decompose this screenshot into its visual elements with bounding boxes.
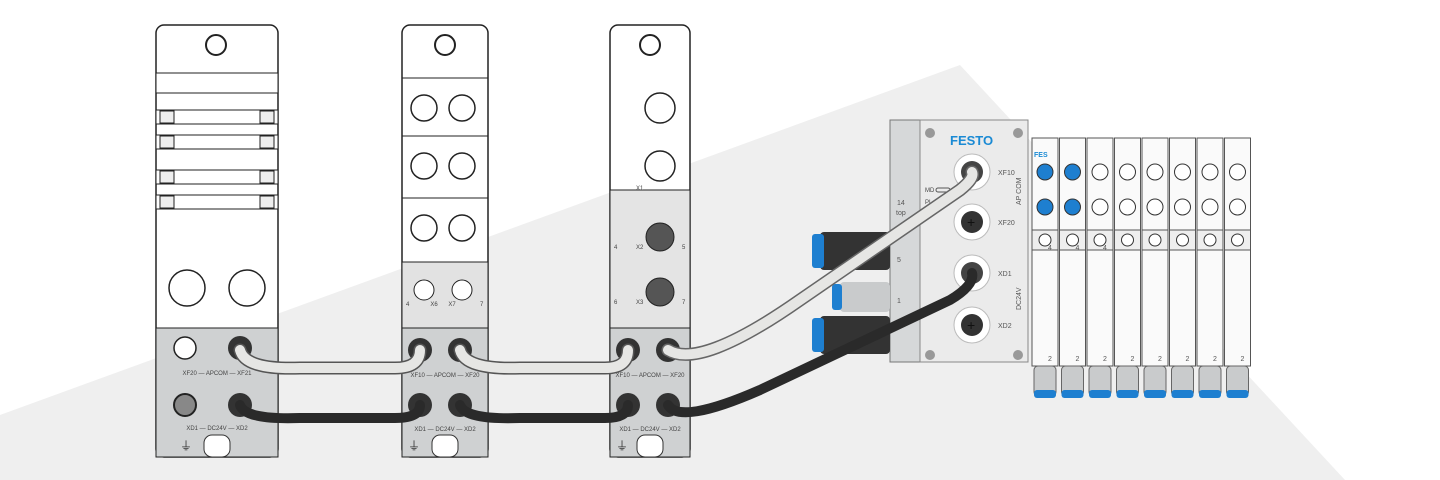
valve-port-number: 2 bbox=[1186, 356, 1190, 363]
port-label: X6 bbox=[430, 302, 438, 308]
apcom-label: AP COM bbox=[1016, 177, 1023, 205]
valve-port-number: 2 bbox=[1158, 356, 1162, 363]
valve-port-number: 4 bbox=[1048, 245, 1052, 252]
manifold-label: 5 bbox=[897, 257, 901, 264]
valve-port-number: 4 bbox=[1103, 245, 1107, 252]
pin-label: 4 bbox=[614, 245, 618, 251]
valve-brand-label: FES bbox=[1034, 152, 1048, 159]
pin-label: 7 bbox=[682, 300, 686, 306]
valve-slice: 24 bbox=[1059, 137, 1086, 398]
led-md-label: MD bbox=[925, 188, 935, 194]
ground-icon: ⏚ bbox=[180, 439, 192, 453]
valve-slice: 2 bbox=[1224, 137, 1251, 398]
valve-slice: 2 bbox=[1114, 137, 1141, 398]
silencer-icon bbox=[812, 234, 824, 268]
ground-icon: ⏚ bbox=[616, 439, 628, 453]
valve-port-number: 2 bbox=[1076, 356, 1080, 363]
svg-text:+: + bbox=[967, 317, 975, 333]
connector-icon bbox=[448, 214, 476, 242]
port-label-xf20: XF20 bbox=[998, 220, 1015, 227]
io-module-1: XF20 — APCOM — XF21 XD1 — DC24V — XD2 ⏚ bbox=[155, 24, 279, 458]
led-pl-label: PL bbox=[925, 200, 933, 206]
pin-label: 7 bbox=[480, 302, 484, 308]
manifold-label: 14 bbox=[897, 200, 905, 207]
dc24v-label: DC24V bbox=[1016, 287, 1023, 310]
port-label-xd2: XD2 bbox=[998, 323, 1012, 330]
valve-slice: 2 bbox=[1196, 137, 1224, 398]
valve-terminal: 14 top 5 1 FESTO + + XF10 XF20 XD1 XD2 A… bbox=[812, 119, 1251, 398]
module-1-power-label: XD1 — DC24V — XD2 bbox=[186, 426, 248, 432]
port-label: X2 bbox=[636, 245, 644, 251]
connector-icon bbox=[173, 393, 197, 417]
io-module-2: X6 X7 4 7 XF10 — APCOM — XF20 XD1 — DC24… bbox=[401, 24, 489, 458]
connector-icon bbox=[173, 336, 197, 360]
port-label-xf10: XF10 bbox=[998, 170, 1015, 177]
connector-icon bbox=[448, 152, 476, 180]
valve-slice: 24 bbox=[1086, 137, 1114, 398]
valve-port-number: 2 bbox=[1048, 356, 1052, 363]
port-label-xd1: XD1 bbox=[998, 271, 1012, 278]
svg-text:+: + bbox=[967, 214, 975, 230]
valve-port-number: 2 bbox=[1103, 356, 1107, 363]
connector-icon bbox=[168, 269, 206, 307]
connector-icon bbox=[410, 152, 438, 180]
pin-label: 4 bbox=[406, 302, 410, 308]
module-2-apcom-label: XF10 — APCOM — XF20 bbox=[410, 373, 480, 379]
valve-port-number: 4 bbox=[1076, 245, 1080, 252]
connector-icon bbox=[228, 269, 266, 307]
valve-slice: 24 bbox=[1031, 137, 1059, 398]
connector-icon bbox=[410, 214, 438, 242]
module-2-power-label: XD1 — DC24V — XD2 bbox=[414, 427, 476, 433]
pin-label: 5 bbox=[682, 245, 686, 251]
valve-port-number: 2 bbox=[1131, 356, 1135, 363]
module-1-apcom-label: XF20 — APCOM — XF21 bbox=[182, 371, 252, 377]
port-label: X3 bbox=[636, 300, 644, 306]
io-module-3: X1 X2 X3 4 5 6 7 XF10 — APCOM — XF20 XD1… bbox=[609, 24, 691, 458]
connector-icon bbox=[448, 94, 476, 122]
module-3-power-label: XD1 — DC24V — XD2 bbox=[619, 427, 681, 433]
port-label: X7 bbox=[448, 302, 456, 308]
valve-slice: 2 bbox=[1141, 137, 1169, 398]
manifold-label: top bbox=[896, 210, 906, 217]
festo-logo: FESTO bbox=[950, 133, 993, 148]
connector-icon bbox=[410, 94, 438, 122]
port-label: X1 bbox=[636, 186, 644, 192]
module-3-apcom-label: XF10 — APCOM — XF20 bbox=[615, 373, 685, 379]
cables bbox=[233, 165, 979, 424]
manifold-label: 1 bbox=[897, 298, 901, 305]
valve-slice: 2 bbox=[1169, 137, 1196, 398]
valve-port-number: 2 bbox=[1213, 356, 1217, 363]
pin-label: 6 bbox=[614, 300, 618, 306]
valve-port-number: 2 bbox=[1241, 356, 1245, 363]
ground-icon: ⏚ bbox=[408, 439, 420, 453]
